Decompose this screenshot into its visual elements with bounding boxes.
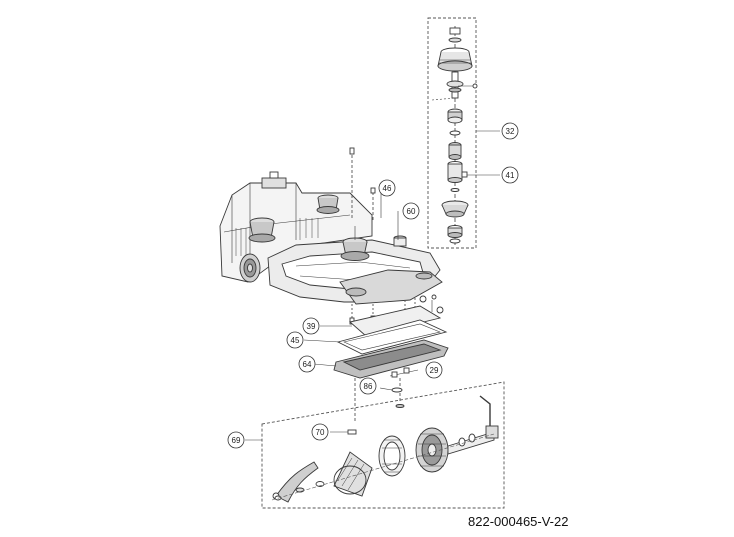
blade-assembly <box>245 381 505 509</box>
spindle-assembly <box>427 17 500 249</box>
callout-circle-45 <box>286 331 304 349</box>
callout-circle-46 <box>378 179 396 197</box>
callout-32: 32 <box>506 127 515 136</box>
callout-69: 69 <box>232 436 241 445</box>
callout-86: 86 <box>364 382 373 391</box>
callout-29: 29 <box>430 366 439 375</box>
cover-plates <box>303 305 449 422</box>
callout-39: 39 <box>307 322 316 331</box>
mower-deck-frame <box>219 147 444 325</box>
callout-circle-29 <box>425 361 443 379</box>
callout-46: 46 <box>383 184 392 193</box>
callout-circle-69 <box>227 431 245 449</box>
callout-70: 70 <box>316 428 325 437</box>
callout-circles <box>227 122 519 449</box>
drawing-number: 822-000465-V-22 <box>468 514 569 529</box>
callout-circle-32 <box>501 122 519 140</box>
callout-60: 60 <box>407 207 416 216</box>
callout-circle-41 <box>501 166 519 184</box>
part-86 <box>379 387 405 408</box>
callout-45: 45 <box>291 336 300 345</box>
callout-labels: 32 41 46 60 39 45 64 29 86 70 69 <box>232 127 515 445</box>
callout-circle-70 <box>311 423 329 441</box>
callout-circle-64 <box>298 355 316 373</box>
callout-circle-60 <box>402 202 420 220</box>
callout-circle-86 <box>359 377 377 395</box>
callout-circle-39 <box>302 317 320 335</box>
callout-41: 41 <box>506 171 515 180</box>
callout-64: 64 <box>303 360 312 369</box>
